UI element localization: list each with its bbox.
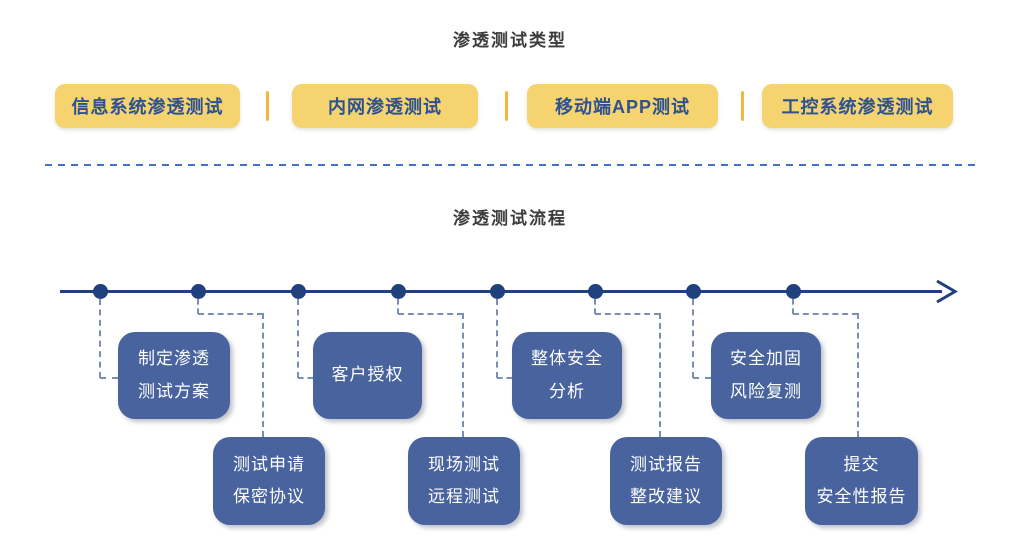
flow-step-overall-security-analysis: 整体安全 分析: [512, 332, 622, 419]
connector-step5: [497, 377, 512, 379]
type-box-ics: 工控系统渗透测试: [762, 84, 953, 128]
connector-step6: [659, 313, 661, 437]
section-divider-dashed-line: [45, 164, 975, 166]
flow-step-hardening-retest: 安全加固 风险复测: [711, 332, 821, 419]
flow-step-label: 制定渗透: [138, 349, 210, 369]
connector-step4: [462, 313, 464, 437]
types-section-title: 渗透测试类型: [453, 31, 567, 50]
flow-step-label: 现场测试: [428, 454, 500, 474]
flow-step-onsite-remote-testing: 现场测试 远程测试: [408, 437, 520, 525]
type-divider: [266, 91, 269, 121]
connector-step6: [594, 299, 596, 314]
connector-step2: [197, 299, 199, 314]
flow-step-client-authorization: 客户授权: [313, 332, 422, 419]
flow-step-label: 远程测试: [428, 487, 500, 506]
flow-step-label: 整改建议: [630, 487, 702, 506]
connector-step3: [298, 377, 313, 379]
timeline-dot-5: [489, 284, 505, 299]
timeline-dot-2: [190, 284, 206, 299]
connector-step4: [398, 313, 463, 315]
flow-step-label: 保密协议: [233, 487, 305, 506]
flow-step-plan: 制定渗透 测试方案: [118, 332, 230, 419]
flow-step-label: 安全性报告: [816, 487, 907, 506]
flow-step-label: 测试方案: [138, 381, 210, 401]
timeline-dot-4: [390, 284, 406, 299]
type-divider: [505, 91, 508, 121]
connector-step2: [198, 313, 263, 315]
flow-step-report-suggestions: 测试报告 整改建议: [610, 437, 722, 525]
connector-step7: [693, 377, 711, 379]
timeline-dot-3: [290, 284, 306, 299]
timeline-dot-8: [785, 284, 801, 299]
arrow-right-icon: [936, 279, 958, 304]
type-divider: [741, 91, 744, 121]
connector-step1: [99, 299, 101, 378]
type-box-mobile-app: 移动端APP测试: [527, 84, 718, 128]
flow-step-submit-security-report: 提交 安全性报告: [805, 437, 918, 525]
connector-step5: [496, 299, 498, 378]
timeline-dot-6: [587, 284, 603, 299]
flow-step-label: 风险复测: [730, 381, 802, 401]
connector-step1: [100, 377, 118, 379]
flow-step-label: 提交: [843, 454, 880, 474]
flow-step-label: 测试申请: [233, 454, 305, 474]
type-box-intranet: 内网渗透测试: [292, 84, 478, 128]
connector-step7: [692, 299, 694, 378]
connector-step3: [297, 299, 299, 378]
connector-step8: [793, 313, 858, 315]
flow-step-application-nda: 测试申请 保密协议: [213, 437, 325, 525]
connector-step8: [792, 299, 794, 314]
flow-step-label: 测试报告: [630, 454, 702, 474]
flow-step-label: 整体安全: [531, 349, 603, 369]
connector-step8: [857, 313, 859, 437]
connector-step4: [397, 299, 399, 314]
connector-step6: [595, 313, 660, 315]
type-box-info-system: 信息系统渗透测试: [55, 84, 240, 128]
flow-step-label: 分析: [549, 381, 585, 401]
flow-step-label: 客户授权: [331, 365, 404, 385]
flow-step-label: 安全加固: [730, 349, 802, 369]
timeline-dot-7: [685, 284, 701, 299]
timeline-dot-1: [92, 284, 108, 299]
flow-section-title: 渗透测试流程: [453, 209, 567, 228]
connector-step2: [262, 313, 264, 437]
